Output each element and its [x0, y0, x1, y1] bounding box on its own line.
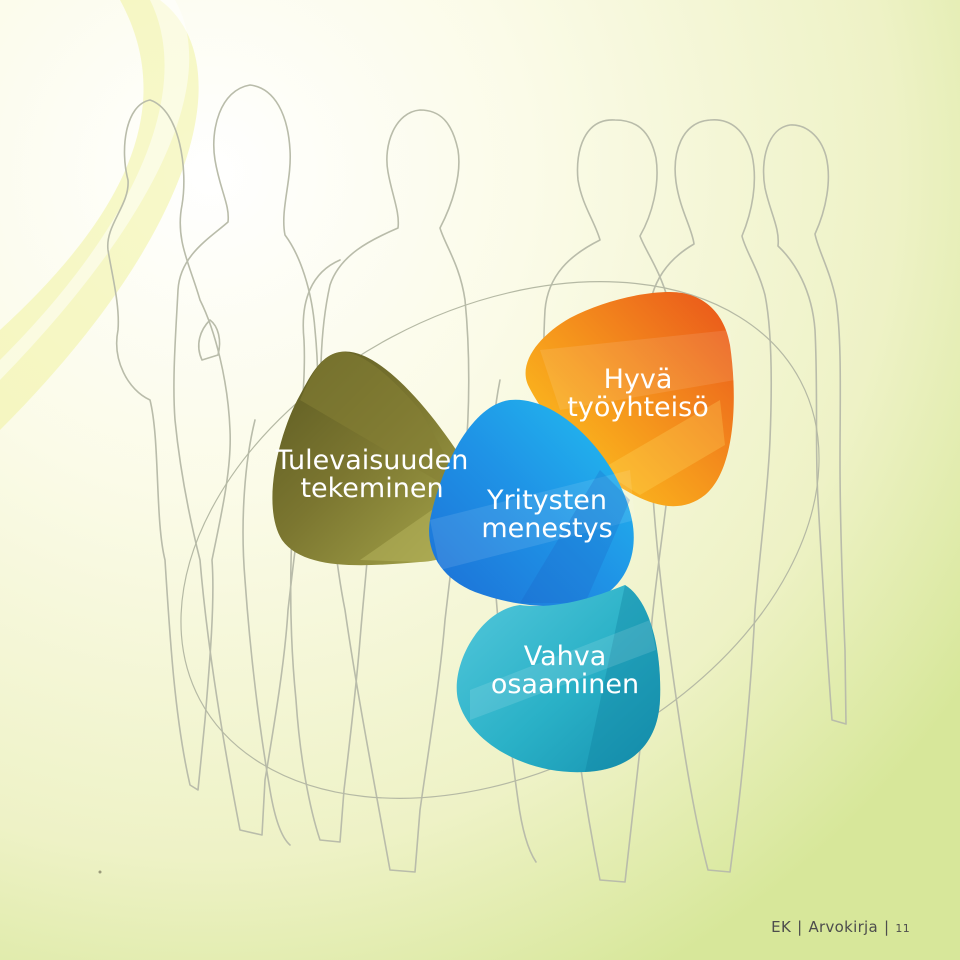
petal-label-line: menestys: [481, 513, 613, 545]
petal-label-line: Hyvä: [603, 364, 673, 395]
silhouette-6: [762, 124, 847, 725]
silhouette-4: [543, 119, 676, 883]
petal-label-line: Yritysten: [486, 485, 608, 516]
petal-label-future: Tulevaisuuden tekeminen: [272, 445, 472, 505]
silhouette-7: [289, 259, 373, 843]
petal-label-success: Yritysten menestys: [462, 485, 632, 545]
petal-future: [272, 351, 484, 566]
petal-success: [429, 399, 635, 607]
silhouette-5: [645, 119, 772, 873]
petal-competence: [456, 585, 661, 773]
silhouette-2: [173, 84, 319, 836]
petal-label-line: tekeminen: [300, 473, 444, 505]
silhouette-10: [198, 319, 221, 361]
decorative-dot: [98, 870, 102, 874]
petal-label-line: Tulevaisuuden: [275, 445, 469, 476]
footer-separator: |: [884, 918, 890, 936]
silhouette-1: [107, 99, 232, 791]
petal-label-community: Hyvä työyhteisö: [548, 364, 728, 424]
footer-separator: |: [797, 918, 803, 936]
petal-label-line: osaaminen: [490, 669, 640, 701]
page-footer: EK | Arvokirja | 11: [771, 918, 910, 936]
light-swoosh-inner: [0, 0, 190, 380]
petal-label-competence: Vahva osaaminen: [480, 641, 650, 701]
footer-publication: Arvokirja: [808, 918, 879, 936]
petal-community: [525, 292, 735, 507]
footer-brand: EK: [771, 918, 792, 936]
petal-label-line: työyhteisö: [567, 392, 709, 424]
page-number: 11: [895, 922, 910, 935]
silhouette-8: [242, 419, 291, 846]
petal-label-line: Vahva: [523, 641, 607, 672]
silhouette-3: [320, 109, 470, 873]
